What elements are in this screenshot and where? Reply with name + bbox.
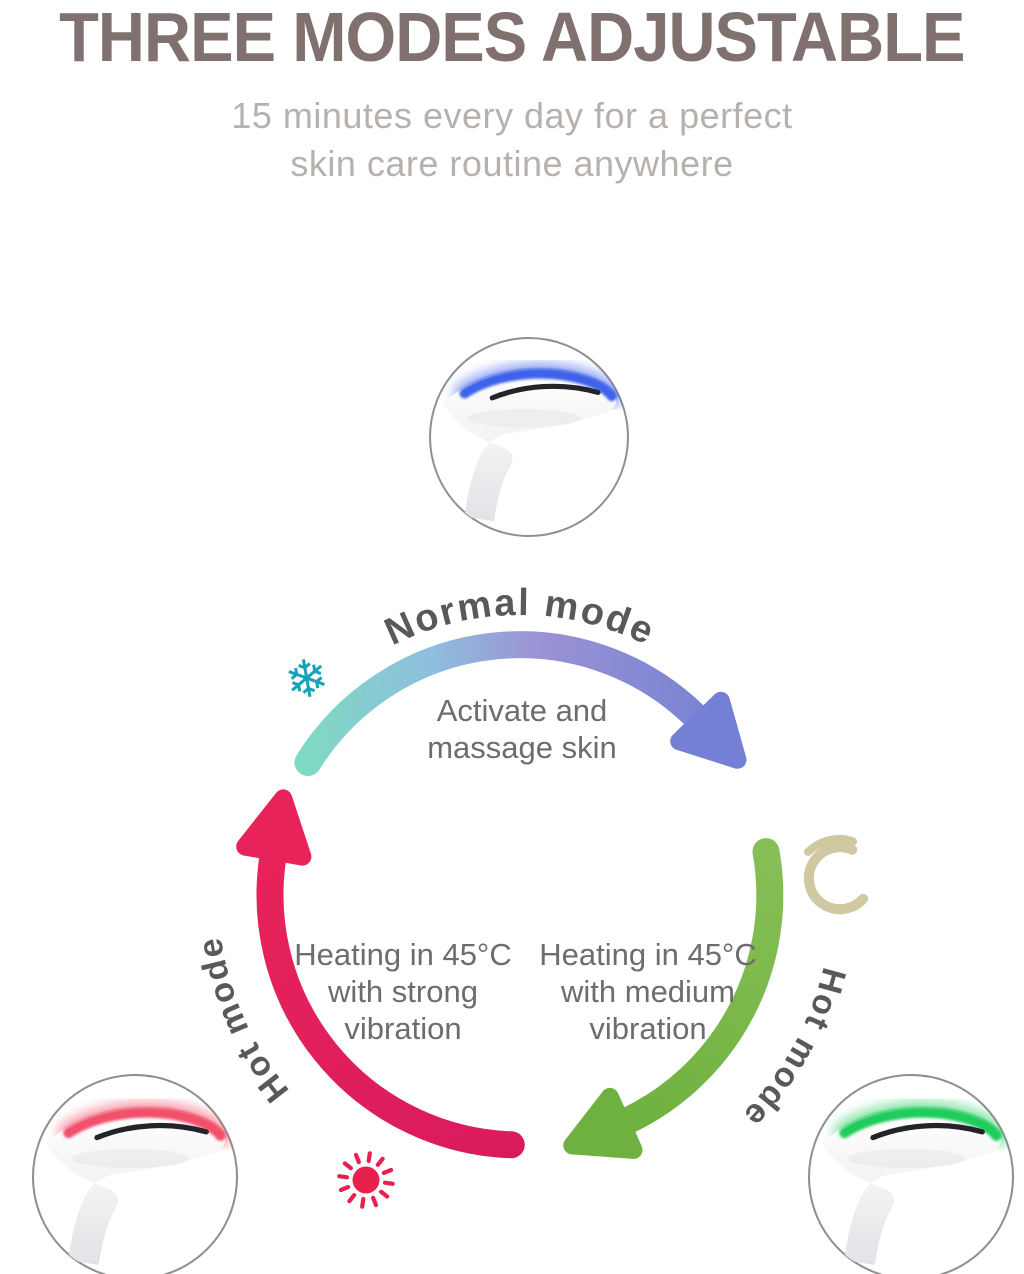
description-line: Activate and [436, 693, 608, 728]
description-line: with medium [561, 974, 735, 1009]
subtitle-line: skin care routine anywhere [290, 143, 734, 184]
hot-strong-mode-description: Heating in 45°C with strong vibration [243, 936, 563, 1047]
normal-mode-description: Activate and massage skin [362, 692, 682, 766]
description-line: Heating in 45°C [294, 937, 512, 972]
hot-mode-right-arc [608, 838, 784, 1137]
snowflake-icon: ❄ [281, 648, 334, 713]
hot-mode-right-arrow [563, 838, 784, 1159]
sun-icon [337, 1151, 395, 1209]
description-line: vibration [344, 1011, 462, 1046]
description-line: Heating in 45°C [539, 937, 757, 972]
product-photo-hot-medium-mode [808, 1074, 1014, 1274]
hot-mode-left-arrowhead [236, 789, 312, 866]
header: THREE MODES ADJUSTABLE [0, 2, 1024, 72]
normal-mode-arc [294, 631, 714, 776]
hot-mode-right-arrowhead [563, 1087, 643, 1159]
description-line: with strong [328, 974, 478, 1009]
normal-mode-arrowhead [670, 691, 747, 769]
page-subtitle: 15 minutes every day for a perfect skin … [0, 92, 1024, 188]
crescent-icon [803, 834, 869, 915]
hot-medium-mode-description: Heating in 45°C with medium vibration [488, 936, 808, 1047]
product-photo-hot-strong-mode [32, 1074, 238, 1274]
hot-mode-left-arrow [236, 789, 525, 1159]
page-title: THREE MODES ADJUSTABLE [59, 0, 965, 76]
product-photo-normal-mode [429, 337, 629, 537]
description-line: massage skin [427, 730, 617, 765]
hot-mode-left-arc [256, 838, 525, 1159]
normal-mode-arrow [294, 631, 747, 776]
description-line: vibration [589, 1011, 707, 1046]
subtitle-line: 15 minutes every day for a perfect [231, 95, 793, 136]
